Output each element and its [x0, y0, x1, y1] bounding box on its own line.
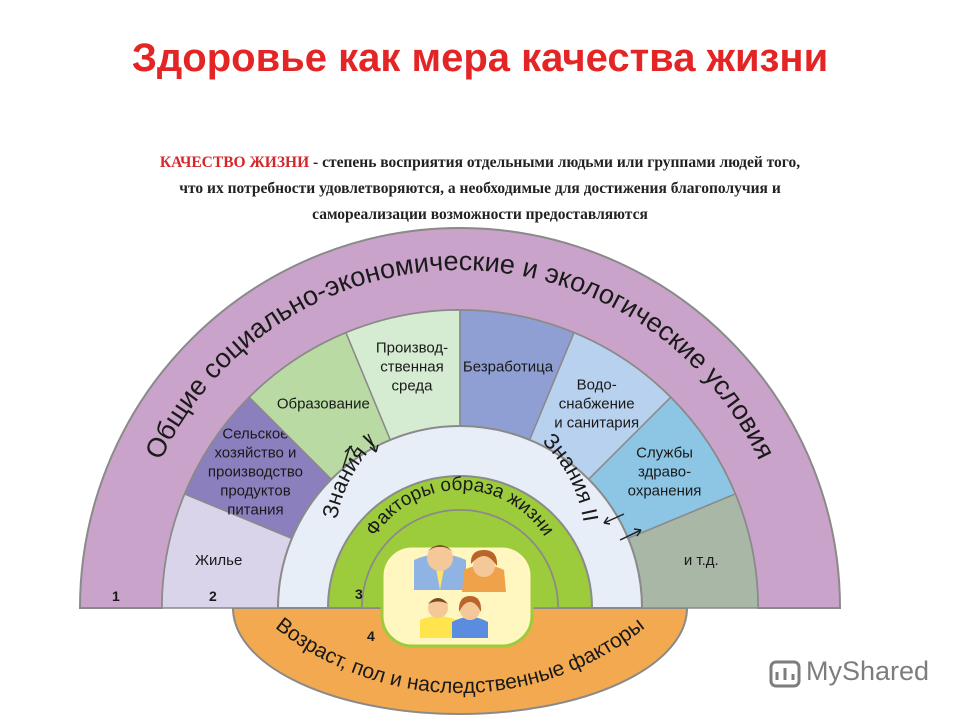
sector-label-line: питания	[227, 501, 283, 518]
definition-text-1: - степень восприятия отдельными людьми и…	[309, 154, 801, 171]
sector-label-line: и т.д.	[684, 552, 719, 569]
definition-line-3: самореализации возможности предоставляют…	[312, 206, 648, 223]
sector-label-line: среда	[392, 378, 434, 395]
sector-label-line: хозяйство и	[214, 444, 296, 461]
definition: КАЧЕСТВО ЖИЗНИ - степень восприятия отде…	[30, 150, 930, 228]
sector-label-line: и санитария	[554, 414, 639, 431]
watermark: MyShared	[766, 652, 936, 696]
number-4: 4	[367, 628, 375, 644]
sector-label: и т.д.	[684, 552, 719, 569]
sector-label: Производ-ственная среда	[376, 340, 448, 395]
sector-label: Безработица	[463, 359, 554, 376]
sector-label: Водо-снабжение и санитария	[554, 376, 639, 431]
sector-label-line: производство	[208, 463, 303, 480]
sector-label-line: Образование	[277, 395, 370, 412]
sector-label: Сельское хозяйство и производство продуктов…	[208, 425, 303, 518]
definition-term: КАЧЕСТВО ЖИЗНИ	[159, 154, 310, 171]
sector-label-line: Безработица	[463, 359, 554, 376]
sector-label-line: здраво-	[638, 463, 691, 480]
family-icon	[414, 545, 506, 638]
page-title: Здоровье как мера качества жизни	[131, 36, 829, 80]
definition-line-1: КАЧЕСТВО ЖИЗНИ - степень восприятия отде…	[30, 150, 930, 176]
base-ellipse	[231, 607, 689, 715]
sector-label-line: охранения	[628, 482, 702, 499]
watermark-text: MyShared	[806, 656, 930, 686]
definition-line-2: что их потребности удовлетворяются, а не…	[179, 180, 781, 197]
sector-label-line: Производ-	[376, 340, 448, 357]
sector-label: Жилье	[195, 552, 242, 569]
number-2: 2	[209, 588, 217, 604]
sectors: Жилье Сельское хозяйство и производство прод…	[161, 309, 759, 609]
number-1: 1	[112, 588, 120, 604]
sector-label-line: продуктов	[220, 482, 291, 499]
sector-label-line: ственная	[380, 359, 444, 376]
sector-label-line: снабжение	[559, 395, 635, 412]
sector-label-line: Службы	[636, 444, 693, 461]
share-icon	[769, 660, 801, 688]
sector-label-line: Жилье	[195, 552, 242, 569]
number-3: 3	[355, 586, 363, 602]
sector-label-line: Водо-	[577, 376, 617, 393]
sector-label: Службы здраво-охранения	[628, 444, 702, 499]
knowledge-arrows	[342, 433, 642, 541]
sector-label: Образование	[277, 395, 370, 412]
sector-label-line: Сельское	[222, 425, 288, 442]
